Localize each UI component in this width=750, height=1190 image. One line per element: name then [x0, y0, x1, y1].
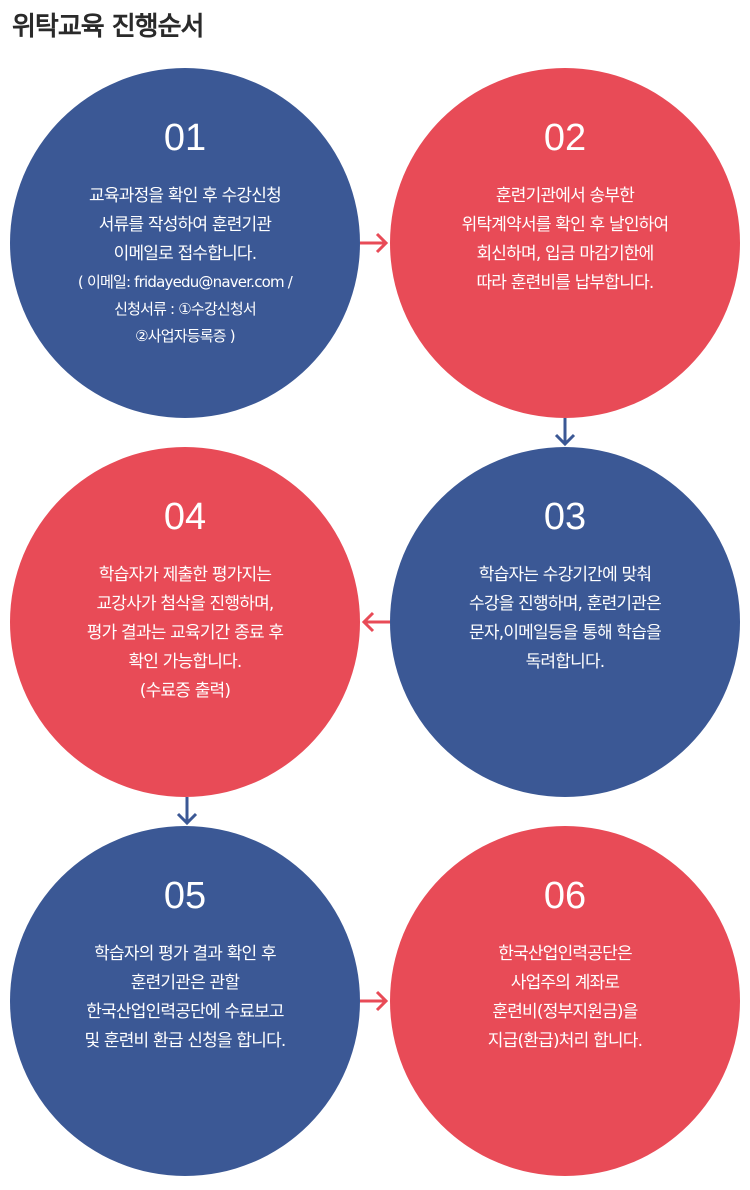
- step-text: 한국산업인력공단에 수료보고: [86, 1002, 284, 1022]
- step-02: 02 훈련기관에서 송부한 위탁계약서를 확인 후 날인하여 회신하며, 입금 …: [390, 68, 740, 418]
- step-number: 04: [163, 496, 207, 538]
- arrow-left-icon: [361, 611, 390, 633]
- step-text: 수강을 진행하며, 훈련기관은: [469, 594, 662, 614]
- step-05: 05 학습자의 평가 결과 확인 후 훈련기관은 관할 한국산업인력공단에 수료…: [10, 826, 360, 1176]
- step-text: 사업주의 계좌로: [510, 973, 620, 993]
- step-number: 05: [163, 875, 207, 917]
- step-text: 확인 가능합니다.: [128, 652, 242, 672]
- step-03: 03 학습자는 수강기간에 맞춰 수강을 진행하며, 훈련기관은 문자,이메일등…: [390, 447, 740, 797]
- step-01: 01 교육과정을 확인 후 수강신청 서류를 작성하여 훈련기관 이메일로 접수…: [10, 68, 360, 418]
- step-text: 독려합니다.: [525, 652, 606, 672]
- step-text: 따라 훈련비를 납부합니다.: [476, 273, 654, 293]
- step-text: 훈련비(정부지원금)을: [492, 1002, 638, 1022]
- step-number: 03: [543, 496, 587, 538]
- step-text: 서류를 작성하여 훈련기관: [98, 215, 272, 235]
- step-06: 06 한국산업인력공단은 사업주의 계좌로 훈련비(정부지원금)을 지급(환급)…: [390, 826, 740, 1176]
- step-text: 및 훈련비 환급 신청을 합니다.: [84, 1031, 286, 1051]
- step-text: 이메일로 접수합니다.: [113, 244, 258, 264]
- step-text: 학습자가 제출한 평가지는: [98, 565, 272, 585]
- step-text: 교강사가 첨삭을 진행하며,: [96, 594, 274, 614]
- step-text: 평가 결과는 교육기간 종료 후: [86, 623, 284, 643]
- step-text: 문자,이메일등을 통해 학습을: [469, 623, 662, 643]
- step-number: 01: [163, 117, 207, 159]
- step-note: 신청서류 : ①수강신청서: [114, 300, 257, 318]
- step-text: 훈련기관에서 송부한: [495, 186, 635, 206]
- step-text: 지급(환급)처리 합니다.: [487, 1031, 643, 1051]
- arrow-down-icon: [554, 418, 576, 447]
- step-text: 한국산업인력공단은: [498, 944, 632, 964]
- arrow-right-icon: [360, 232, 389, 254]
- step-text: 학습자의 평가 결과 확인 후: [94, 944, 276, 964]
- step-text: 훈련기관은 관할: [130, 973, 240, 993]
- step-number: 02: [543, 117, 587, 159]
- step-text: (수료증 출력): [139, 681, 231, 701]
- step-04: 04 학습자가 제출한 평가지는 교강사가 첨삭을 진행하며, 평가 결과는 교…: [10, 447, 360, 797]
- step-text: 회신하며, 입금 마감기한에: [476, 244, 654, 264]
- step-text: 교육과정을 확인 후 수강신청: [89, 186, 282, 206]
- step-number: 06: [543, 875, 587, 917]
- step-note: ②사업자등록증 ): [135, 327, 235, 345]
- step-text: 위탁계약서를 확인 후 날인하여: [461, 215, 670, 235]
- page-title: 위탁교육 진행순서: [12, 12, 204, 42]
- step-note: ( 이메일: fridayedu@naver.com /: [77, 273, 293, 291]
- arrow-down-icon: [176, 797, 198, 826]
- step-text: 학습자는 수강기간에 맞춰: [478, 565, 652, 585]
- arrow-right-icon: [360, 990, 389, 1012]
